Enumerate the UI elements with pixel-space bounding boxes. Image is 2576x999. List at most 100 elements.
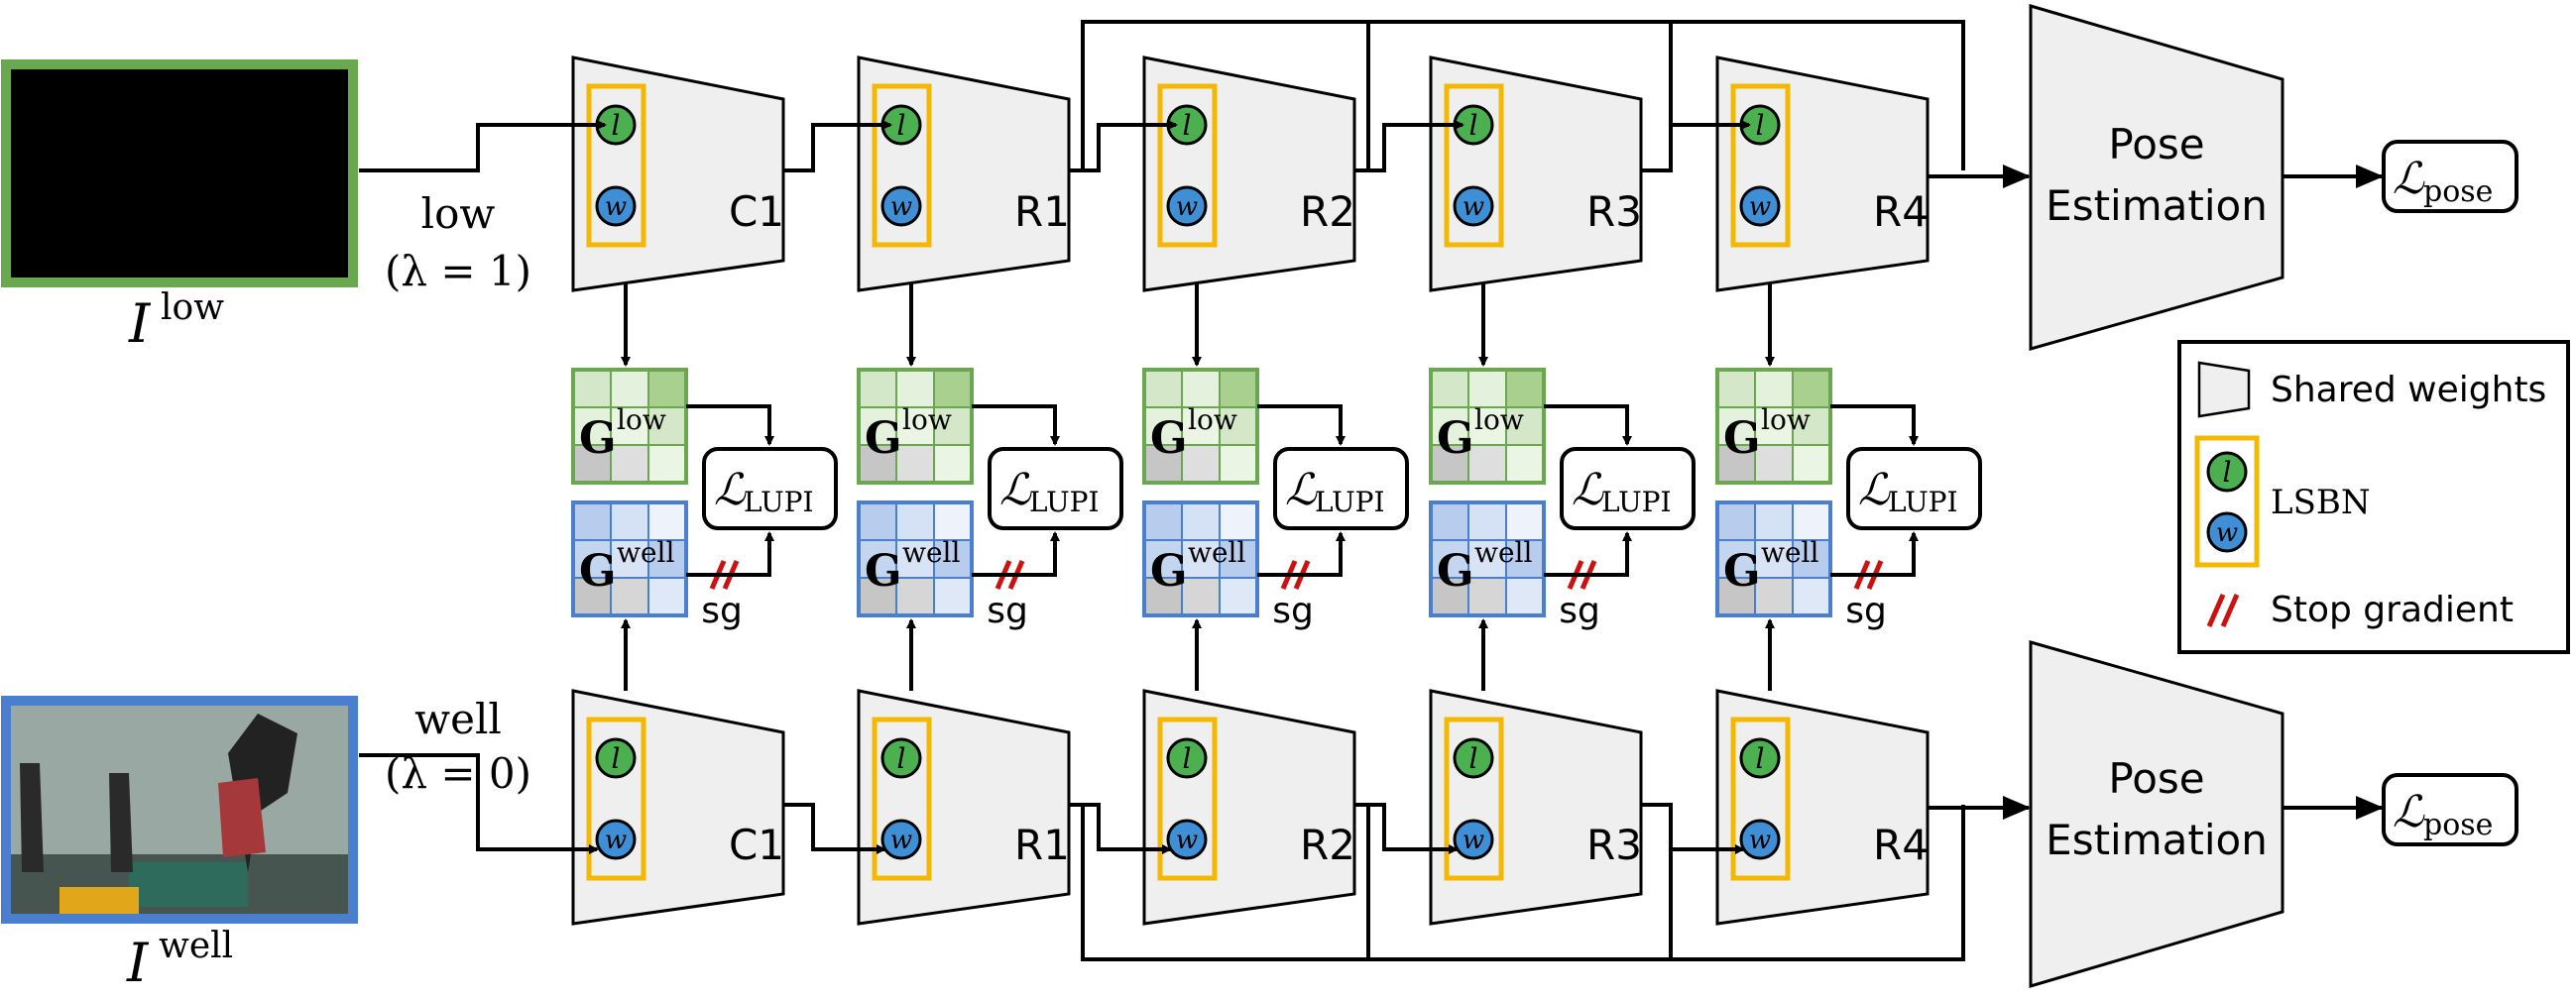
gram-sup: well [1761, 536, 1818, 569]
skip-top-outer [1081, 20, 1965, 170]
gram-cell [1219, 444, 1258, 484]
loss-lupi-symbol: ℒ [1572, 465, 1604, 515]
arrow-gram-well-to-loss [972, 531, 1060, 577]
block-label: R4 [1873, 187, 1929, 236]
scene-wall [11, 706, 348, 854]
lsbn-l-symbol: l [1469, 742, 1478, 775]
low-light-image [1, 59, 358, 287]
lsbn-w-icon [1453, 819, 1494, 860]
scene-basket [59, 887, 139, 914]
block-shape [1429, 689, 1643, 926]
scene-red-wall [218, 778, 266, 857]
arrow-gram-low-to-loss [1544, 404, 1632, 446]
gram-cell [895, 501, 935, 541]
skip-bottom-outer [1081, 805, 1965, 961]
lsbn-l-symbol: l [612, 742, 621, 775]
lsbn-w-icon [1166, 819, 1208, 860]
lsbn-l-icon [595, 737, 637, 779]
stop-gradient-label: sg [987, 591, 1028, 631]
lsbn-frame [1157, 717, 1218, 881]
lsbn-l-symbol: l [897, 109, 906, 142]
loss-lupi-box [988, 447, 1123, 530]
gram-cell [1219, 369, 1258, 408]
lsbn-l-icon [1166, 737, 1208, 779]
gram-border [857, 368, 974, 485]
block-bottom-C1: l w C1 [571, 689, 785, 926]
gram-cell [1181, 444, 1221, 484]
legend-w-symbol: w [2216, 518, 2238, 548]
gram-cell [933, 577, 973, 616]
loss-lupi-symbol: ℒ [1858, 465, 1891, 515]
arrow-input-low [359, 120, 607, 172]
legend-l-symbol: l [2223, 456, 2232, 489]
gram-border [1715, 368, 1832, 485]
lsbn-l-symbol: l [1183, 742, 1192, 775]
loss-pose-sub-top: pose [2423, 174, 2493, 209]
legend-stop-gradient-icon-b [2220, 593, 2240, 628]
gram-cell [933, 444, 973, 484]
lsbn-l-icon [1739, 737, 1781, 779]
gram-cell [895, 406, 935, 446]
legend-shared-weights-label: Shared weights [2271, 370, 2546, 410]
arrow-top-chain [783, 120, 892, 172]
block-label: R1 [1014, 187, 1070, 236]
legend-lsbn-frame [2194, 435, 2260, 568]
gram-border [1429, 368, 1546, 485]
gram-cell [1181, 501, 1221, 541]
pose-label-bottom-2: Estimation [2046, 816, 2268, 864]
gram-border [571, 368, 688, 485]
legend-lsbn-label: LSBN [2271, 483, 2371, 522]
loss-pose-symbol-top: ℒ [2393, 154, 2425, 204]
arrow-gram-well-to-loss [1544, 531, 1632, 577]
scene-person-left [20, 763, 44, 872]
block-shape [571, 56, 785, 292]
gram-cell [1467, 539, 1507, 579]
low-lambda: (λ = 1) [385, 247, 531, 295]
block-label: C1 [729, 821, 784, 869]
gram-cell [1754, 406, 1794, 446]
gram-cell [1143, 501, 1183, 541]
arrow-bottom-chain [783, 803, 886, 854]
gram-cell [1467, 444, 1507, 484]
legend: Shared weights l w LSBN Stop gradient [2177, 340, 2570, 654]
lsbn-w-symbol: w [605, 826, 627, 855]
gram-cell [1792, 369, 1831, 408]
gram-cell [1467, 501, 1507, 541]
arrow-gram-low-to-loss [1257, 404, 1346, 446]
arrow-gram-well-to-loss [1257, 531, 1346, 577]
gram-cell [1430, 369, 1469, 408]
lsbn-w-icon [1166, 185, 1208, 227]
gram-symbol: G [1437, 413, 1474, 464]
gram-cell [610, 369, 649, 408]
gram-cell [933, 369, 973, 408]
block-shape [1429, 56, 1643, 292]
lsbn-l-symbol: l [1756, 109, 1765, 142]
gram-cell [1792, 539, 1831, 579]
arrow-input-well [359, 753, 599, 854]
loss-lupi-sub: LUPI [1029, 486, 1100, 518]
block-shape [571, 689, 785, 926]
gram-cell [933, 406, 973, 446]
lsbn-frame [1730, 83, 1791, 248]
gram-cell [1181, 577, 1221, 616]
block-label: R2 [1300, 187, 1355, 236]
loss-lupi-sub: LUPI [1601, 486, 1672, 518]
loss-lupi-box [1273, 447, 1409, 530]
gram-cell [1716, 406, 1756, 446]
lsbn-w-symbol: w [1749, 192, 1771, 222]
stop-gradient-label: sg [1559, 591, 1600, 631]
gram-cell [1754, 501, 1794, 541]
gram-symbol: G [865, 413, 902, 464]
gram-symbol: G [579, 546, 617, 597]
block-shape [857, 689, 1071, 926]
gram-cell [647, 444, 687, 484]
block-shape [1715, 689, 1930, 926]
lsbn-l-symbol: l [897, 742, 906, 775]
lsbn-w-icon [880, 185, 922, 227]
